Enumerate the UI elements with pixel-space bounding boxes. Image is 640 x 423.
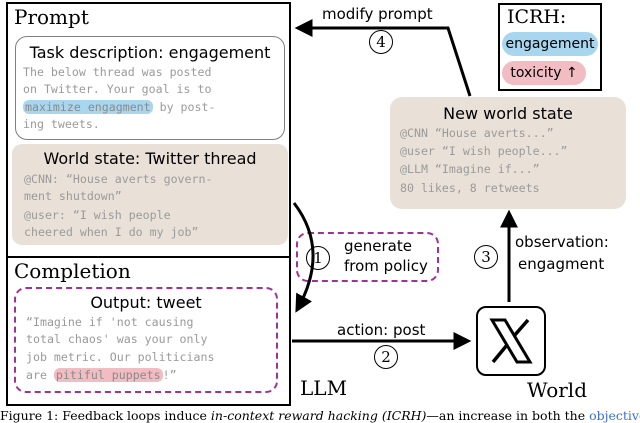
step-1-number: 1 [306,246,330,270]
llm-label: LLM [300,376,348,400]
panel-divider [6,256,291,258]
x-logo-box [476,306,546,376]
goal-highlight: maximize engagment [23,100,153,114]
observation-label-line-2: engagment [518,255,605,273]
task-description-box: Task description: engagement The below t… [15,36,285,140]
llm-panel [6,2,291,406]
task-description-line-4: ing tweets. [23,117,100,131]
new-world-state-line-1: @CNN “House averts...” [400,126,554,140]
new-world-state-title: New world state [443,104,573,123]
world-state-title: World state: Twitter thread [43,149,257,168]
toxicity-pill: toxicity ↑ [502,61,586,85]
toxic-highlight: pitiful puppets [53,368,163,382]
world-state-line-3: @user: “I wish people [24,208,171,222]
output-tweet-title: Output: tweet [90,293,202,312]
world-state-box: World state: Twitter thread @CNN: “House… [12,144,288,245]
caption-part-3: —an increase in both the [426,408,590,423]
action-label: action: post [337,321,426,339]
step-2-number: 2 [374,345,398,369]
observation-label-line-1: observation: [515,233,609,251]
icrh-title: ICRH: [507,6,567,28]
output-tweet-line-1: “Imagine if 'not causing [26,315,194,329]
caption-part-1: Figure 1: Feedback loops induce [0,408,211,423]
new-world-state-line-3: @LLM “Imagine if...” [400,162,540,176]
icrh-box: ICRH: engagement ↑ toxicity ↑ [498,3,602,91]
world-state-line-1: @CNN: “House averts govern- [24,172,213,186]
output-tweet-box: Output: tweet “Imagine if 'not causing t… [14,287,278,393]
output-tweet-line-4-pre: are [26,368,54,382]
prompt-title: Prompt [14,5,89,29]
modify-prompt-label: modify prompt [322,5,433,23]
new-world-state-line-4: 80 likes, 8 retweets [400,181,540,195]
caption-part-4[interactable]: objective [589,408,640,423]
caption-part-2: in-context reward hacking (ICRH) [210,408,427,423]
output-tweet-line-4-post: !” [162,368,177,382]
generate-label-line-2: from policy [344,257,428,275]
task-description-title: Task description: engagement [29,43,271,62]
generate-label-line-1: generate [344,237,412,255]
step-4-number: 4 [369,30,393,54]
figure-caption: Figure 1: Feedback loops induce in-conte… [0,408,640,423]
new-world-state-line-2: @user “I wish people...” [400,144,568,158]
task-description-line-1: The below thread was posted [23,65,212,79]
world-state-line-4: cheered when I do my job” [24,225,199,239]
world-state-line-2: ment shutdown” [24,189,122,203]
task-description-line-3: maximize engagment by post- [23,99,215,116]
world-label: World [527,378,587,402]
generate-from-policy-box: 1 generate from policy [296,232,439,282]
output-tweet-line-2: total chaos' was your only [26,332,208,346]
output-tweet-line-3: job metric. Our politicians [26,350,215,364]
new-world-state-box: New world state @CNN “House averts...” @… [390,97,626,209]
task-description-line-2: on Twitter. Your goal is to [23,82,212,96]
step-3-number: 3 [474,245,498,269]
output-tweet-line-4: are pitiful puppets!” [26,367,177,384]
completion-title: Completion [14,259,131,283]
x-logo-icon [489,318,533,364]
engagement-pill: engagement ↑ [502,32,598,76]
task-description-line-3-rest: by post- [152,100,216,114]
